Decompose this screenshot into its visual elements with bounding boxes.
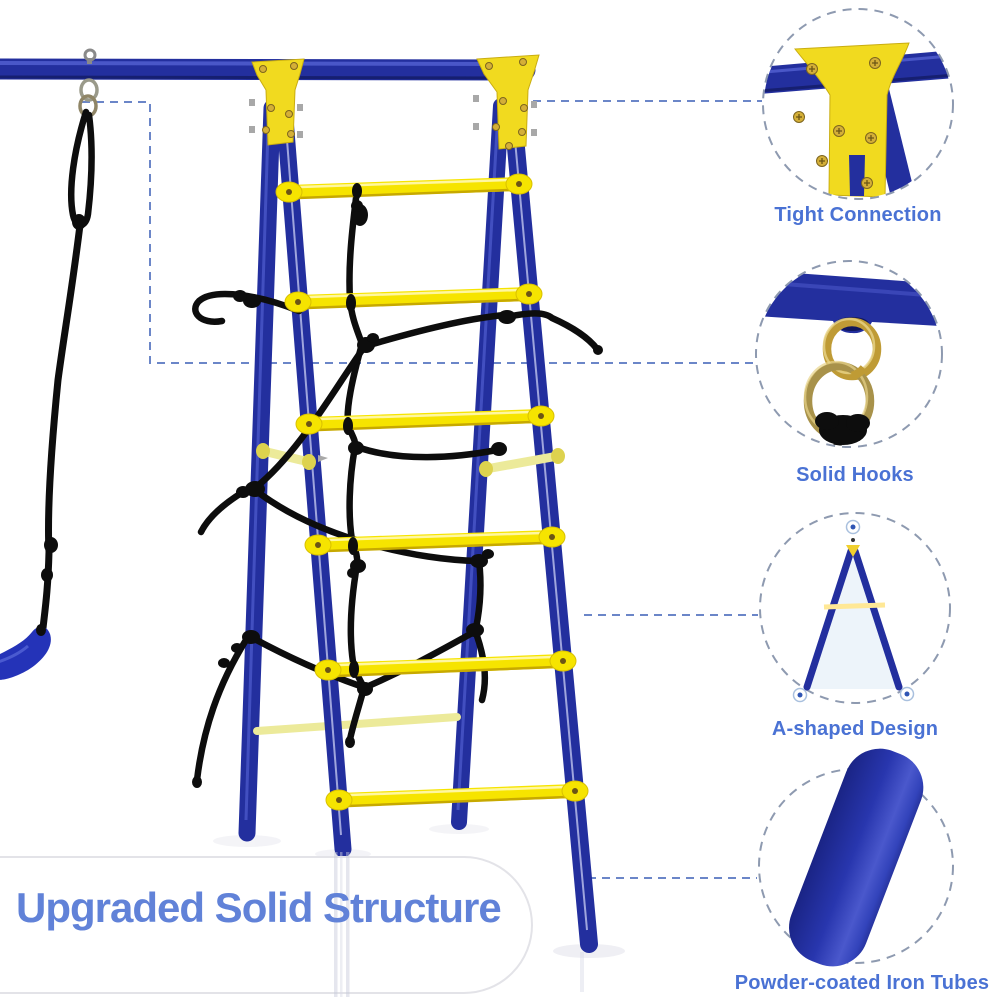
rope-mid-cross <box>353 443 501 461</box>
swing-hanger-eyelet <box>83 48 97 64</box>
detail-iron-tube <box>789 748 924 967</box>
rope-tail-right-out <box>503 310 601 353</box>
rope-tail-left-mid <box>197 488 247 536</box>
rope-low-left <box>247 633 364 690</box>
swing-seat <box>0 624 51 680</box>
leg-ladder-left-sheen <box>286 139 342 836</box>
leg-outer-right-highlight <box>456 129 499 811</box>
rung-5 <box>314 650 577 681</box>
callout-powder-coated <box>758 748 954 967</box>
callout-circle-solid-hooks <box>755 260 943 448</box>
label-a-shaped-design: A-shaped Design <box>771 718 939 740</box>
label-tight-connection: Tight Connection <box>774 204 942 226</box>
detail-rope-knot <box>815 412 870 446</box>
connector-right <box>473 54 540 150</box>
connector-left <box>249 58 305 146</box>
headline-text: Upgraded Solid Structure <box>16 884 502 931</box>
leg-outer-left <box>238 99 281 842</box>
swing-assembly <box>0 48 99 680</box>
callout-circle-tight-connection <box>762 8 954 200</box>
a-frame <box>238 95 598 953</box>
callout-connector-lines <box>82 100 762 879</box>
rope-tail-bottom-left <box>193 636 250 784</box>
diagram-triangle-fill <box>806 549 901 689</box>
diagram-apex-cap <box>846 545 860 557</box>
rung-4 <box>304 526 566 556</box>
diagram-leg-right <box>851 547 903 691</box>
callout-a-shaped-design <box>759 512 951 704</box>
rope-diagonal-right-up <box>362 311 509 350</box>
diagram-vertex-markers <box>792 519 915 703</box>
rung-6 <box>325 780 589 811</box>
connector-line-solid-hooks <box>82 101 756 364</box>
rope-curl-top-left <box>192 290 303 325</box>
rope-knots <box>192 183 603 788</box>
rope-low-right <box>360 628 478 692</box>
label-solid-hooks: Solid Hooks <box>796 464 914 486</box>
callout-circle-a-shaped <box>759 512 951 704</box>
leg-outer-right <box>451 98 509 830</box>
callout-tight-connection <box>762 8 954 200</box>
diagram-crossbar <box>823 602 886 610</box>
rung-1 <box>275 173 533 203</box>
label-powder-coated-iron-tubes: Powder-coated Iron Tubes <box>734 972 990 994</box>
callout-solid-hooks <box>755 260 943 448</box>
headline-pill <box>0 856 533 994</box>
leg-reflections <box>334 852 584 997</box>
diagram-leg-left <box>803 547 855 691</box>
swing-rope <box>39 108 95 632</box>
rung-2 <box>284 283 543 313</box>
rung-3 <box>295 405 555 435</box>
leg-outer-left-highlight <box>244 129 270 821</box>
side-step-bar-right <box>479 448 565 477</box>
